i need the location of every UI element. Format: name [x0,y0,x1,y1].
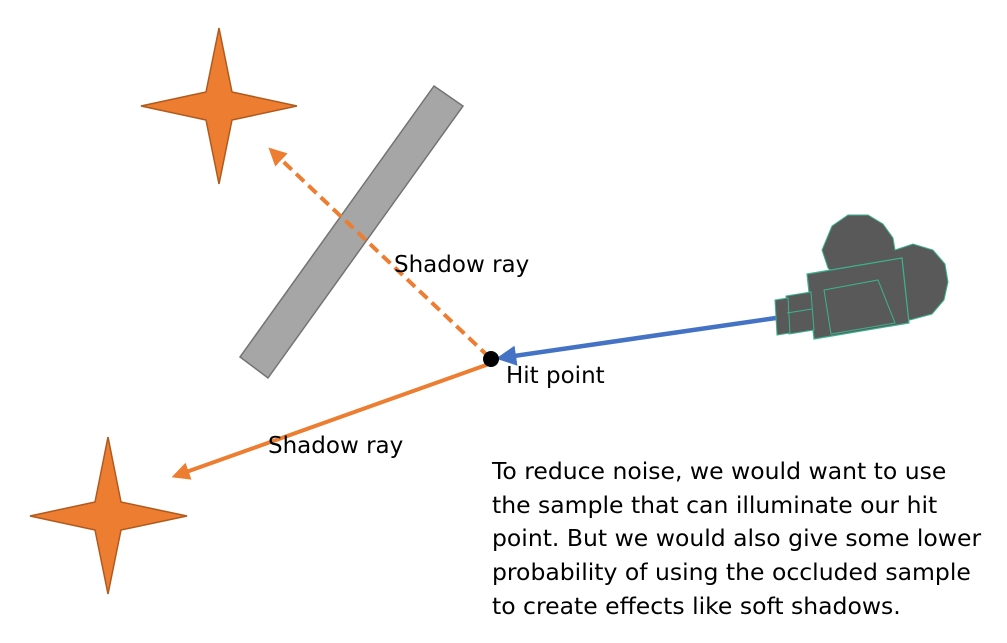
camera-ray [495,315,777,366]
unoccluded-shadow-ray [171,362,490,480]
hit-point-label: Hit point [506,363,605,389]
explanation-line: to create effects like soft shadows. [492,591,901,620]
movie-camera-icon [774,214,949,340]
light-upper-star-icon [140,27,298,185]
explanation-text: To reduce noise, we would want to use th… [492,455,1002,624]
occluder-plank [238,84,465,380]
shadow-ray-label-upper: Shadow ray [394,252,530,278]
shadow-ray-label-lower: Shadow ray [268,433,404,459]
explanation-line: probability of using the occluded sample [492,558,971,587]
explanation-line: To reduce noise, we would want to use [492,457,947,485]
explanation-line: point. But we would also give some lower [492,524,982,553]
explanation-line: the sample that can illuminate our hit [492,490,938,519]
hit-point-dot [483,351,499,367]
light-lower-star-icon [29,436,188,595]
